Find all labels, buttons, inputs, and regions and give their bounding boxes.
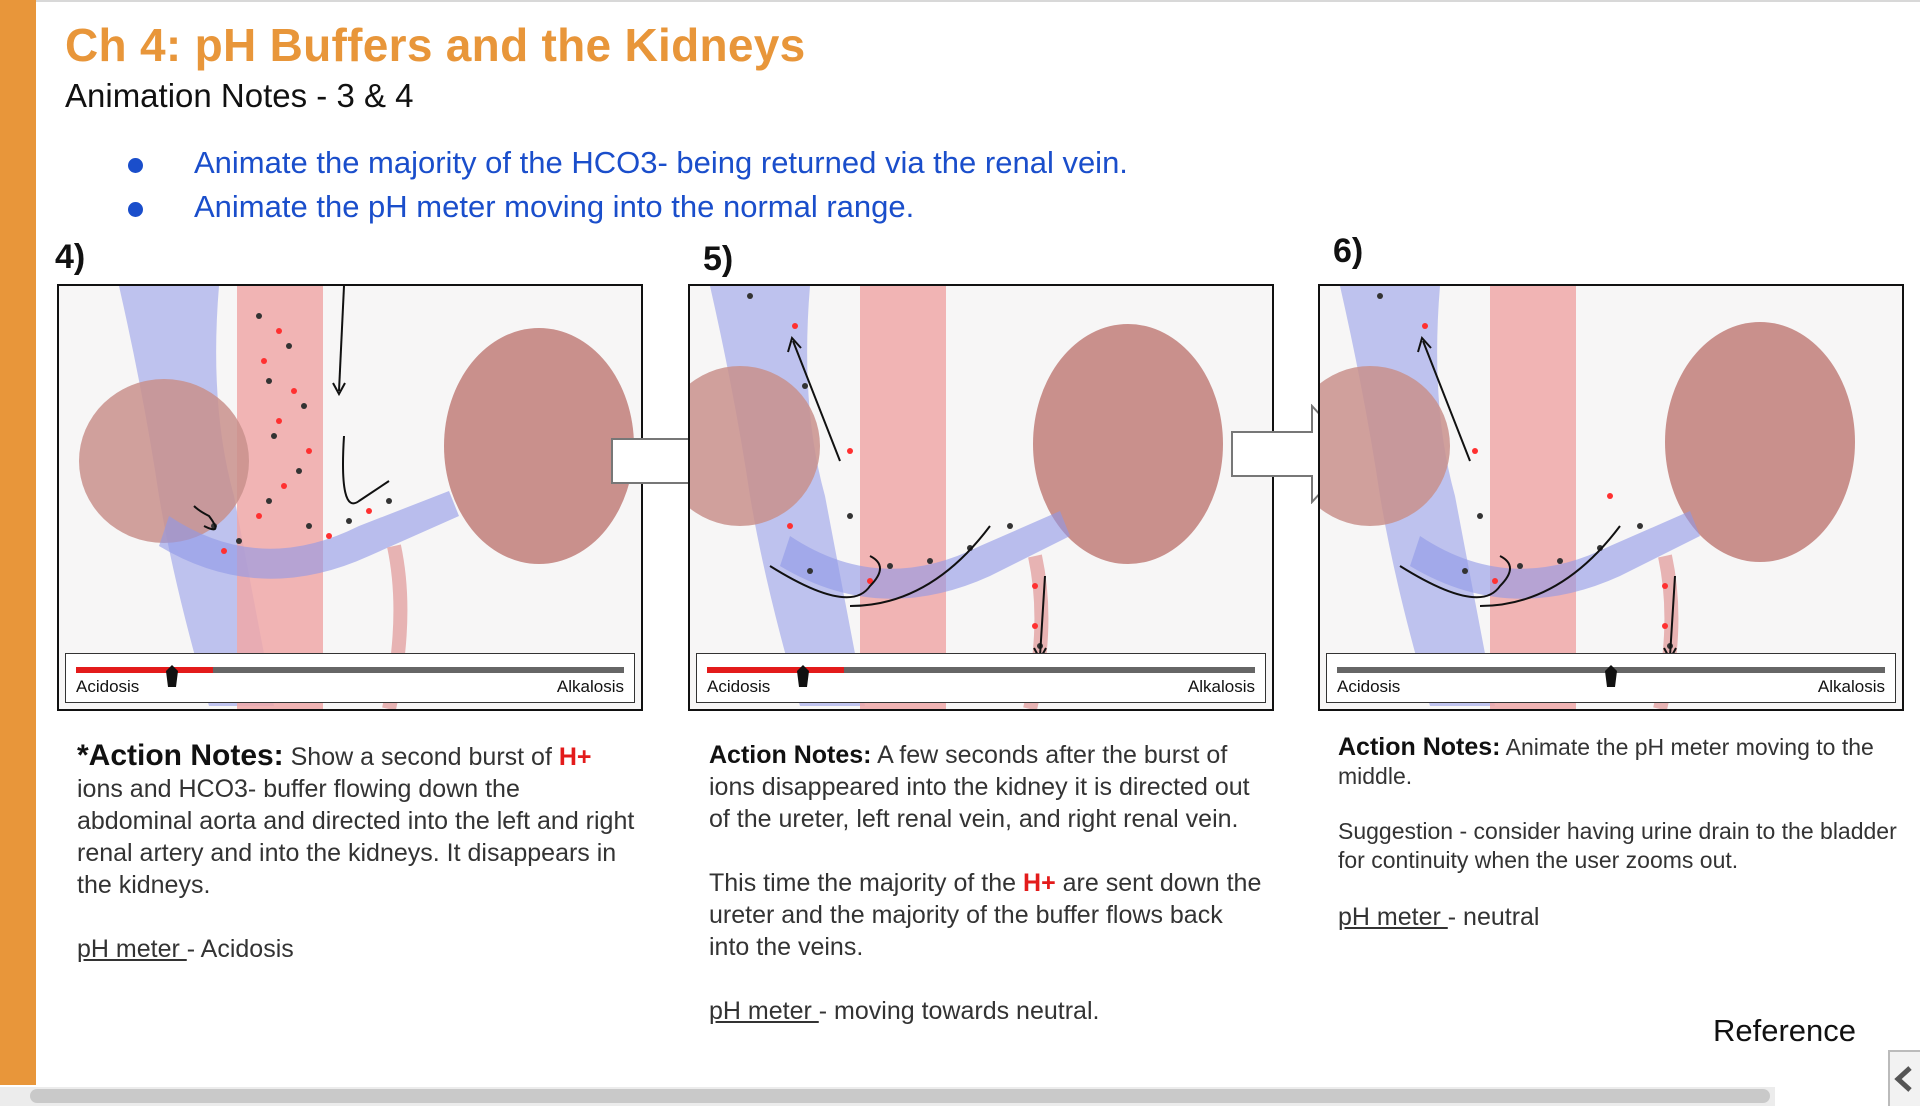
page-subtitle: Animation Notes - 3 & 4: [65, 77, 414, 114]
ph-meter-link: pH meter: [709, 997, 819, 1025]
ph-meter: Acidosis Alkalosis: [65, 653, 635, 703]
ph-meter-left-label: Acidosis: [707, 677, 771, 696]
ph-meter: Acidosis Alkalosis: [696, 653, 1266, 703]
ph-meter-status: - Acidosis: [186, 935, 294, 963]
ph-meter-acid-fill: [76, 667, 213, 673]
panel-step-4: Acidosis Alkalosis: [57, 284, 643, 711]
top-border: [36, 0, 1920, 2]
action-notes-4: *Action Notes: Show a second burst of H+…: [77, 739, 635, 964]
kidney-illustration-5: [690, 286, 1272, 709]
ph-meter-link: pH meter: [1338, 903, 1448, 931]
ph-meter: Acidosis Alkalosis: [1326, 653, 1896, 703]
ph-meter-link: pH meter: [77, 935, 187, 963]
ph-meter-track: [1337, 665, 1885, 687]
animation-bullets: Animate the majority of the HCO3- being …: [128, 145, 1128, 233]
explore-panel-toggle[interactable]: [1888, 1050, 1920, 1106]
hplus-highlight: H+: [1023, 869, 1056, 897]
notes-heading: Action Notes:: [1338, 733, 1501, 761]
bullet-item: Animate the pH meter moving into the nor…: [128, 189, 1128, 233]
ph-meter-status: - neutral: [1447, 903, 1540, 931]
kidney-illustration-6: [1320, 286, 1902, 709]
kidney-illustration-4: [59, 286, 641, 709]
chevron-left-icon: [1894, 1066, 1912, 1092]
ph-meter-right-label: Alkalosis: [1187, 677, 1255, 696]
notes-heading: Action Notes:: [709, 741, 872, 769]
left-accent-bar: [0, 0, 36, 1085]
ph-meter-needle-icon: [796, 665, 809, 687]
ph-meter-right-label: Alkalosis: [556, 677, 624, 696]
ph-meter-track: [76, 665, 624, 687]
panel-step-6: Acidosis Alkalosis: [1318, 284, 1904, 711]
step-label-4: 4): [55, 238, 86, 276]
ph-meter-left-label: Acidosis: [76, 677, 140, 696]
ph-meter-track: [707, 665, 1255, 687]
ph-meter-needle-icon: [165, 665, 178, 687]
hplus-highlight: H+: [558, 743, 592, 771]
reference-link[interactable]: Reference: [1713, 1013, 1857, 1048]
bullet-dot-icon: [128, 202, 143, 217]
ph-meter-needle-icon: [1605, 665, 1617, 687]
ph-meter-status: - moving towards neutral.: [818, 997, 1100, 1025]
bullet-item: Animate the majority of the HCO3- being …: [128, 145, 1128, 189]
step-label-5: 5): [703, 240, 734, 278]
page-title: Ch 4: pH Buffers and the Kidneys: [65, 19, 806, 71]
horizontal-scrollbar-thumb[interactable]: [30, 1089, 1770, 1103]
ph-meter-acid-fill: [707, 667, 844, 673]
step-label-6: 6): [1333, 232, 1364, 270]
panel-step-5: Acidosis Alkalosis: [688, 284, 1274, 711]
ph-meter-left-label: Acidosis: [1337, 677, 1401, 696]
bullet-dot-icon: [128, 158, 143, 173]
action-notes-6: Action Notes: Animate the pH meter movin…: [1338, 733, 1897, 931]
ph-meter-right-label: Alkalosis: [1817, 677, 1885, 696]
notes-heading: *Action Notes:: [77, 739, 284, 772]
action-notes-5: Action Notes: A few seconds after the bu…: [709, 741, 1262, 1025]
